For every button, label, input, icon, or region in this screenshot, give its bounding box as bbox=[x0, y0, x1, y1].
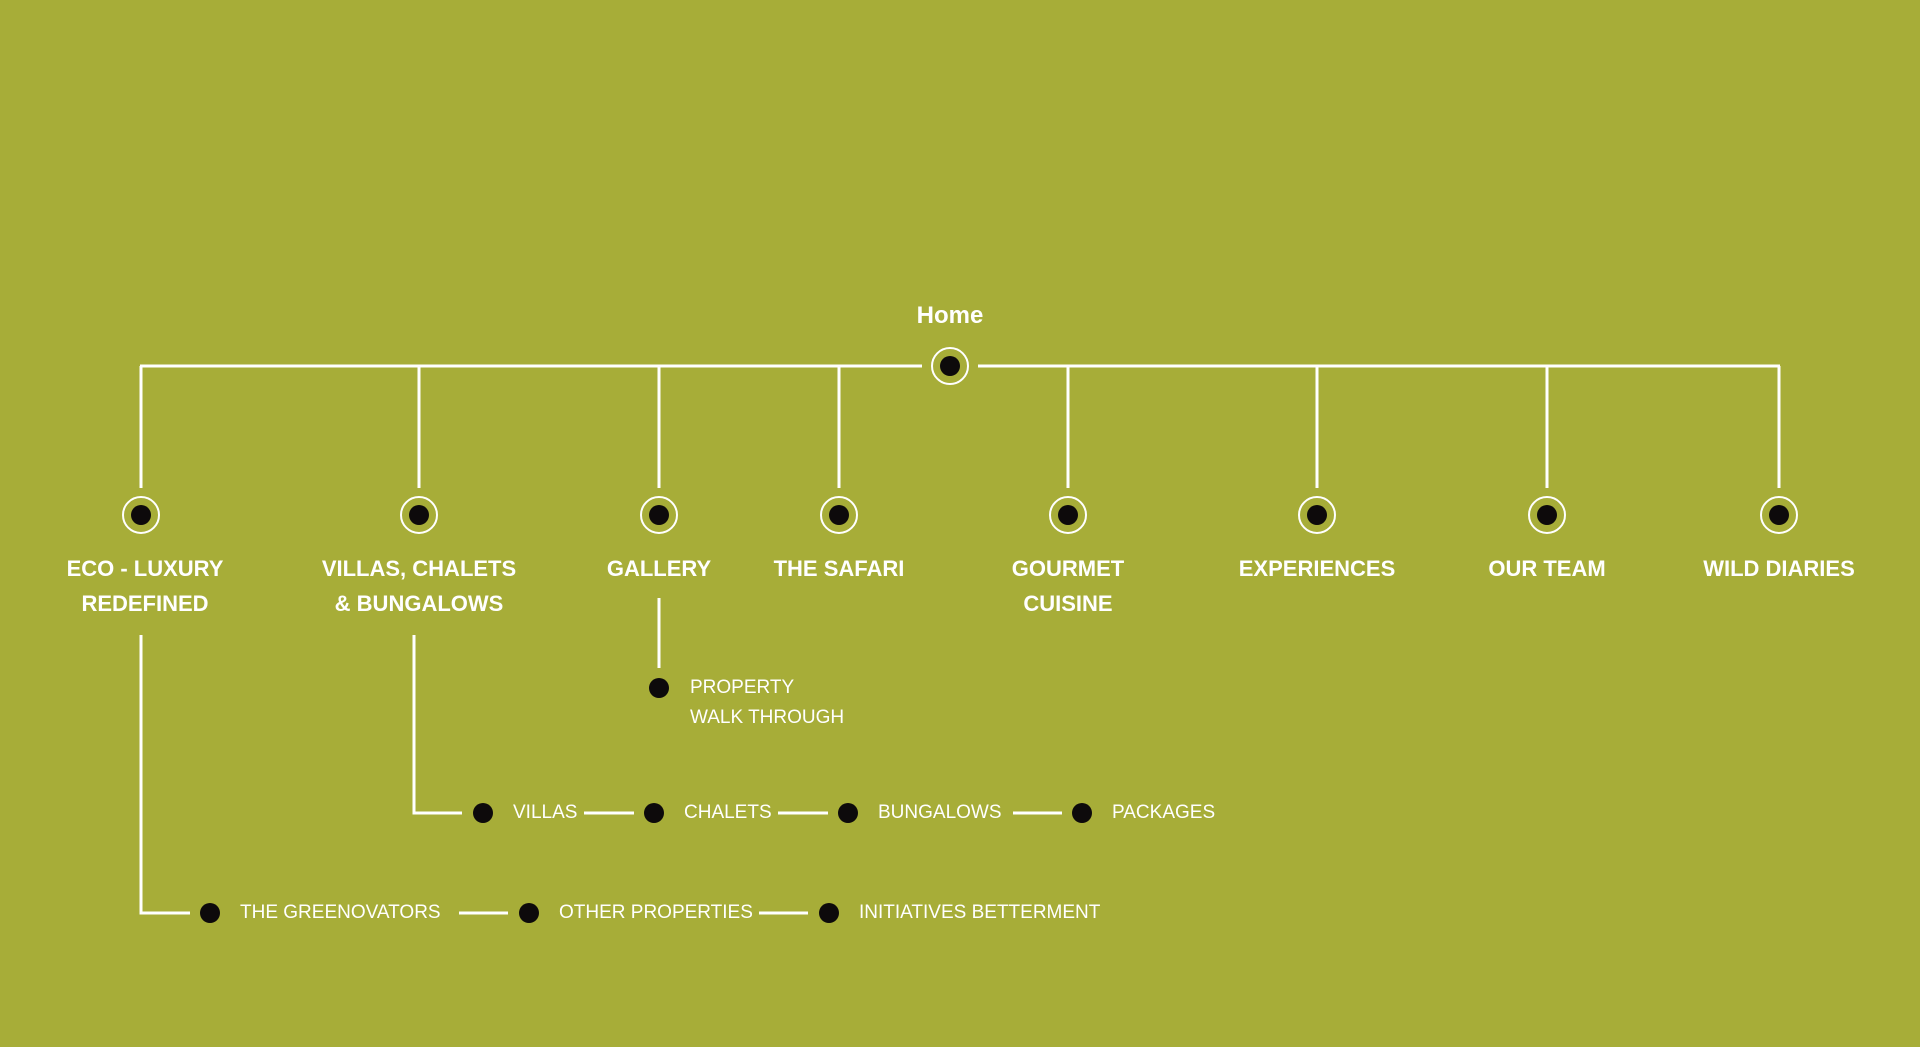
label-greenovators: THE GREENOVATORS bbox=[240, 902, 441, 923]
dot-greenovators bbox=[200, 903, 220, 923]
label-villas-sub: VILLAS bbox=[513, 802, 578, 823]
node-villas bbox=[400, 496, 438, 534]
label-bungalows: BUNGALOWS bbox=[878, 802, 1002, 823]
dot-chalets bbox=[644, 803, 664, 823]
label-eco-luxury: ECO - LUXURY REDEFINED bbox=[66, 556, 224, 616]
label-chalets: CHALETS bbox=[684, 802, 772, 823]
dot-initiatives bbox=[819, 903, 839, 923]
label-wild-diaries: WILD DIARIES bbox=[1703, 556, 1855, 581]
node-safari bbox=[820, 496, 858, 534]
node-experiences bbox=[1298, 496, 1336, 534]
dot-bungalows bbox=[838, 803, 858, 823]
node-gourmet bbox=[1049, 496, 1087, 534]
root-title: Home bbox=[916, 302, 984, 329]
label-property-walkthrough: PROPERTY WALK THROUGH bbox=[690, 677, 845, 728]
label-gallery: GALLERY bbox=[606, 556, 712, 581]
node-our-team bbox=[1528, 496, 1566, 534]
dot-other-properties bbox=[519, 903, 539, 923]
label-experiences: EXPERIENCES bbox=[1238, 556, 1396, 581]
dot-villas bbox=[473, 803, 493, 823]
root-node bbox=[931, 347, 969, 385]
label-our-team: OUR TEAM bbox=[1488, 556, 1606, 581]
label-safari: THE SAFARI bbox=[773, 556, 905, 581]
label-initiatives: INITIATIVES BETTERMENT bbox=[859, 902, 1101, 923]
label-other-properties: OTHER PROPERTIES bbox=[559, 902, 753, 923]
dot-packages bbox=[1072, 803, 1092, 823]
label-gourmet: GOURMET CUISINE bbox=[1011, 556, 1125, 616]
node-gallery bbox=[640, 496, 678, 534]
dot-property-walkthrough bbox=[649, 678, 669, 698]
node-wild-diaries bbox=[1760, 496, 1798, 534]
label-villas: VILLAS, CHALETS & BUNGALOWS bbox=[321, 556, 517, 616]
node-eco-luxury bbox=[122, 496, 160, 534]
label-packages: PACKAGES bbox=[1112, 802, 1216, 823]
